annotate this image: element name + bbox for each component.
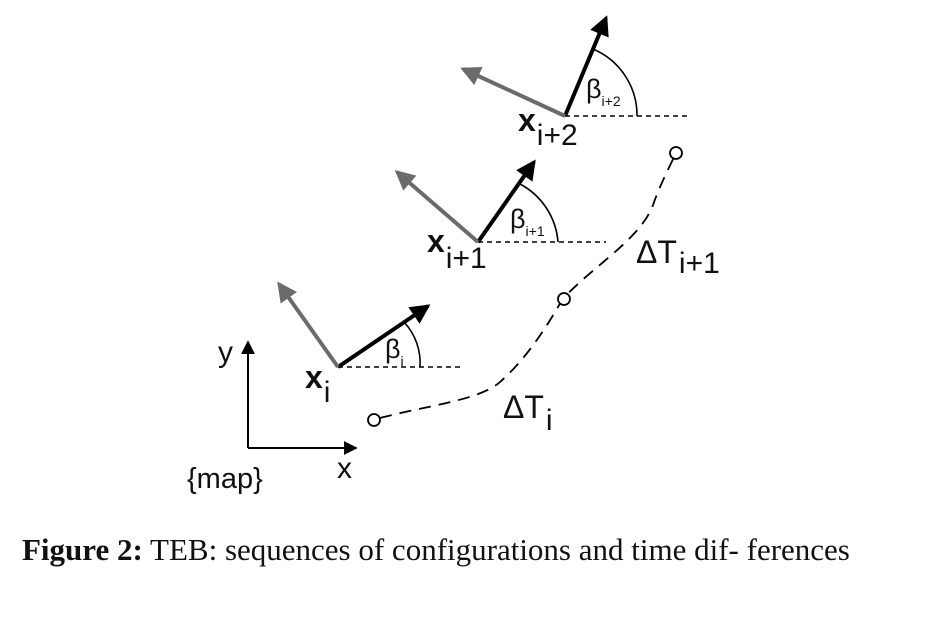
trajectory-node [669, 146, 683, 160]
y-axis-label: y [218, 336, 233, 369]
pose-i-plus-2-angle-label: βi+2 [586, 74, 621, 109]
caption-text: TEB: sequences of configurations and tim… [150, 532, 850, 567]
pose-i-angle-label: βi [385, 334, 404, 369]
time-difference-i-plus-1: ΔTi+1 [636, 234, 720, 280]
pose-i-plus-1-label: xi+1 [427, 223, 487, 275]
pose-i-plus-2-lateral-arrow [460, 67, 566, 118]
x-axis-label: x [337, 452, 352, 485]
figure-caption: Figure 2: TEB: sequences of configuratio… [22, 528, 912, 571]
pose-i-label: xi [305, 359, 330, 409]
pose-i-plus-2-label: xi+2 [518, 102, 578, 152]
pose-i-plus-1-angle-arc [519, 183, 559, 243]
trajectory-node [557, 292, 571, 306]
pose-i-plus-2-angle-arc [592, 48, 638, 117]
pose-i-plus-1: xi+1 βi+1 [394, 159, 606, 275]
caption-label: Figure 2: [22, 532, 143, 567]
pose-i-heading-arrow [336, 304, 431, 369]
pose-i-plus-2: xi+2 βi+2 [460, 15, 690, 152]
time-difference-i: ΔTi [503, 389, 553, 437]
trajectory-node [367, 413, 381, 427]
pose-i-lateral-arrow [277, 281, 340, 369]
pose-i-angle-arc [403, 321, 421, 368]
pose-i-plus-1-lateral-arrow [394, 170, 480, 244]
pose-i-plus-2-heading-arrow [563, 15, 609, 117]
pose-i: xi βi [277, 281, 462, 409]
frame-label: {map} [187, 463, 263, 495]
teb-figure: y x {map} xi βi xi+1 βi+1 [187, 15, 720, 495]
map-frame: y x {map} [187, 336, 358, 495]
pose-i-plus-1-angle-label: βi+1 [510, 204, 545, 239]
pose-i-plus-1-heading-arrow [476, 159, 536, 244]
